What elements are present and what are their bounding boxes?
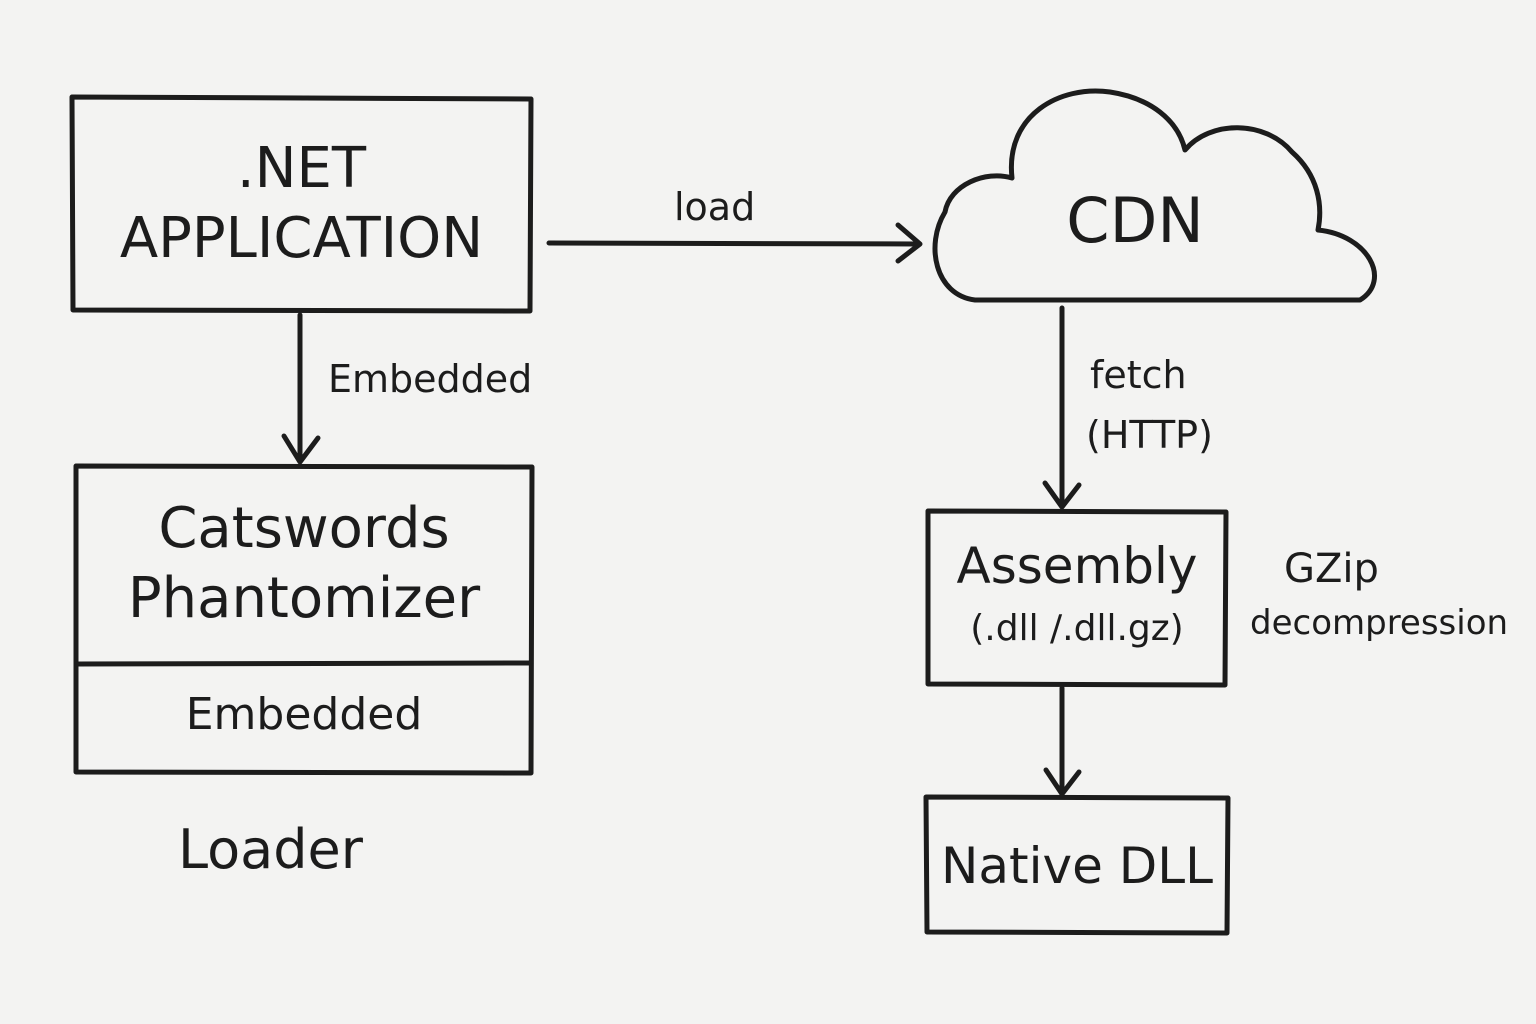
gzip-note-line2: decompression <box>1250 603 1509 643</box>
net-app-title-line1: .NET <box>236 136 367 201</box>
fetch-edge-label-line1: fetch <box>1090 353 1187 397</box>
gzip-note-line1: GZip <box>1284 546 1379 592</box>
phantomizer-embedded-section: Embedded <box>185 689 423 740</box>
embedded-edge-label: Embedded <box>328 357 533 401</box>
phantomizer-box <box>73 463 535 776</box>
cdn-cloud <box>932 88 1377 303</box>
native-dll-box <box>923 794 1231 936</box>
embedded-arrowhead <box>281 433 321 465</box>
decompress-arrowhead <box>1043 767 1082 797</box>
native-dll-label: Native DLL <box>941 837 1213 895</box>
phantomizer-divider <box>74 660 534 667</box>
load-arrow-line <box>546 240 921 247</box>
fetch-arrowhead <box>1042 480 1082 510</box>
phantomizer-title-line2: Phantomizer <box>127 566 481 631</box>
net-app-box <box>69 94 534 314</box>
load-edge-label: load <box>674 185 756 229</box>
phantomizer-title-line1: Catswords <box>158 496 450 561</box>
cdn-label: CDN <box>1066 184 1204 257</box>
net-app-title-line2: APPLICATION <box>119 206 484 271</box>
assembly-title-line1: Assembly <box>956 537 1198 595</box>
load-arrowhead <box>895 222 923 264</box>
assembly-box <box>925 508 1229 688</box>
loader-caption: Loader <box>178 818 363 881</box>
fetch-edge-label-line2: (HTTP) <box>1086 413 1213 457</box>
assembly-title-line2: (.dll /.dll.gz) <box>970 608 1184 649</box>
